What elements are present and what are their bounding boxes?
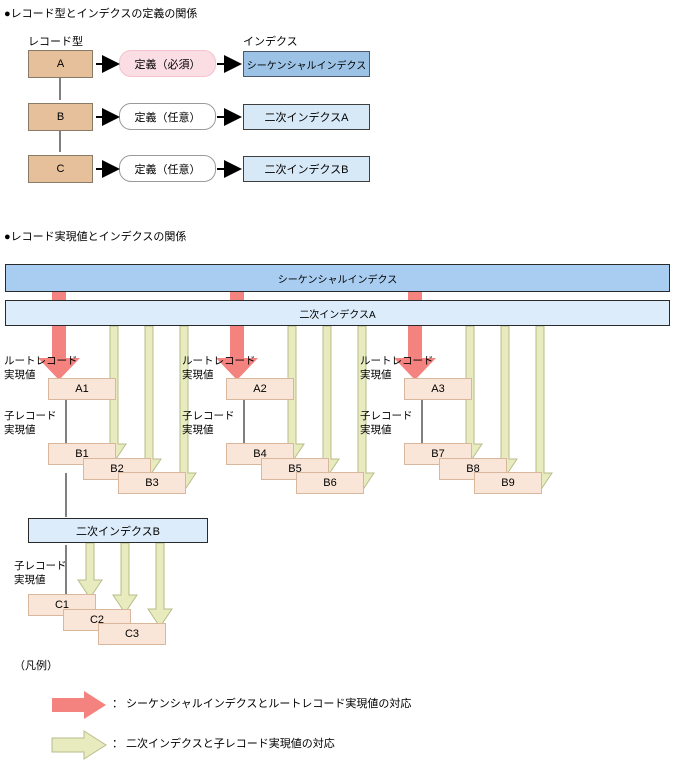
record-value-box-c3[interactable]: C3 — [98, 623, 166, 645]
child-record-label-2-line1: 子レコード — [182, 410, 235, 422]
red-arrow-icon — [52, 691, 106, 719]
index-box-sequential[interactable]: シーケンシャルインデクス — [243, 51, 370, 77]
root-record-label-3-line2: 実現値 — [360, 369, 392, 381]
legend-text-secondary: ： 二次インデクスと子レコード実現値の対応 — [112, 738, 335, 750]
record-type-box-b[interactable]: B — [28, 103, 93, 131]
record-type-column-label: レコード型 — [28, 36, 83, 48]
legend-text-sequential: ： シーケンシャルインデクスとルートレコード実現値の対応 — [112, 698, 412, 710]
index-column-label: インデクス — [243, 36, 298, 48]
child-record-label-c-line1: 子レコード — [14, 560, 67, 572]
relation-pill-b: 定義（任意） — [119, 103, 216, 130]
bar-sequential-index[interactable]: シーケンシャルインデクス — [5, 264, 670, 292]
record-value-box-b6[interactable]: B6 — [296, 472, 364, 494]
section2-heading: ●レコード実現値とインデクスの関係 — [4, 231, 187, 243]
relation-pill-c: 定義（任意） — [119, 155, 216, 182]
root-record-label-1-line2: 実現値 — [4, 369, 36, 381]
root-record-label-1-line1: ルートレコード — [4, 355, 78, 367]
root-record-label-2-line2: 実現値 — [182, 369, 214, 381]
child-record-label-c-line2: 実現値 — [14, 574, 46, 586]
index-box-secondary-a[interactable]: 二次インデクスA — [243, 104, 370, 130]
index-box-secondary-b[interactable]: 二次インデクスB — [243, 156, 370, 182]
root-record-label-3-line1: ルートレコード — [360, 355, 434, 367]
root-record-label-2-line1: ルートレコード — [182, 355, 256, 367]
record-value-box-a3[interactable]: A3 — [404, 378, 472, 400]
record-value-box-b9[interactable]: B9 — [474, 472, 542, 494]
legend-title: （凡例） — [14, 660, 58, 672]
child-record-label-2-line2: 実現値 — [182, 424, 214, 436]
section1-heading: ●レコード型とインデクスの定義の関係 — [4, 8, 198, 20]
record-type-box-a[interactable]: A — [28, 50, 93, 78]
record-type-box-c[interactable]: C — [28, 155, 93, 183]
yellow-arrow-icon — [51, 730, 107, 760]
record-value-box-a2[interactable]: A2 — [226, 378, 294, 400]
relation-pill-a: 定義（必須） — [119, 50, 216, 77]
record-value-box-a1[interactable]: A1 — [48, 378, 116, 400]
child-record-label-3-line1: 子レコード — [360, 410, 413, 422]
record-value-box-b3[interactable]: B3 — [118, 472, 186, 494]
bar-secondary-index-b[interactable]: 二次インデクスB — [28, 518, 208, 543]
child-record-label-3-line2: 実現値 — [360, 424, 392, 436]
child-record-label-1-line1: 子レコード — [4, 410, 57, 422]
bar-secondary-index-a[interactable]: 二次インデクスA — [5, 300, 670, 326]
child-record-label-1-line2: 実現値 — [4, 424, 36, 436]
